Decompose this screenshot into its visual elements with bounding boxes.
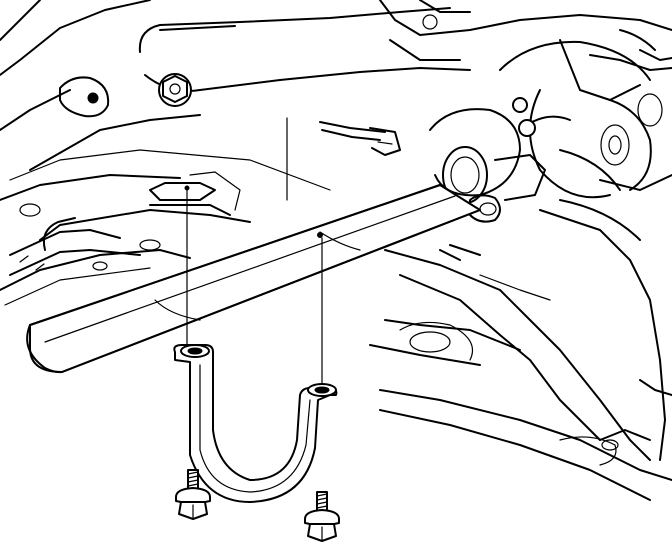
leader-lines — [184, 117, 323, 399]
rear-axle-differential — [429, 14, 672, 223]
driveshaft-tube — [26, 184, 481, 374]
frame-floor-pan — [0, 0, 331, 306]
upper-control-arm — [138, 0, 471, 107]
u-shaped-support-strap — [173, 344, 338, 503]
underbody-panel — [369, 149, 672, 501]
exhaust-hanger — [319, 121, 401, 156]
strap-bolt-left — [175, 469, 211, 520]
strap-bolt-right — [304, 491, 340, 542]
